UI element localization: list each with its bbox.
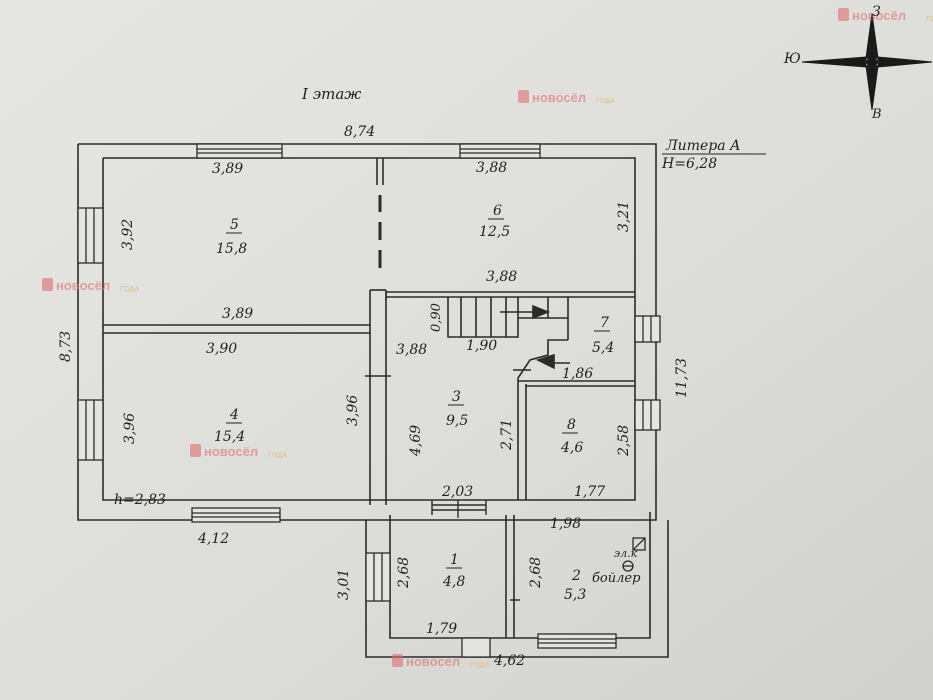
- svg-text:новосёл: новосёл: [852, 8, 906, 23]
- dim-r3-top: 3,88: [396, 342, 427, 358]
- window-annex-bottom: [537, 633, 617, 649]
- window-top-left: [196, 143, 283, 159]
- electric-panel-label: эл.к: [614, 547, 638, 560]
- room-6-area: 12,5: [479, 224, 510, 240]
- room-8-number: 8: [567, 417, 576, 433]
- room-8-area: 4,6: [560, 440, 583, 456]
- compass-rose: [801, 13, 933, 111]
- room-2-number: 2: [571, 568, 581, 584]
- compass-east: В: [871, 107, 882, 122]
- room-7-area: 5,4: [592, 340, 614, 356]
- height-note: h=2,83: [114, 492, 166, 508]
- dim-r7-w: 1,86: [562, 366, 593, 382]
- room-4-area: 15,4: [214, 429, 245, 445]
- watermark-bottom: новосёл ГОДА: [392, 654, 489, 669]
- room-6-number: 6: [493, 203, 502, 219]
- dim-r8-right: 2,58: [616, 425, 632, 457]
- dim-r3-bottom: 2,03: [441, 484, 473, 500]
- dim-r1-bottom: 1,79: [426, 621, 457, 637]
- window-bottom-left: [191, 507, 281, 523]
- labels: I этаж Литера А H=6,28 З Ю В 8,74 8,73 1…: [58, 4, 882, 669]
- windows: [77, 143, 661, 658]
- dim-r5-top: 3,89: [212, 161, 243, 177]
- litera-label: Литера А: [665, 138, 741, 154]
- room-2-area: 5,3: [564, 587, 586, 603]
- floor-title: I этаж: [301, 85, 361, 103]
- watermark-left: новосёл ГОДА: [42, 278, 139, 293]
- svg-text:ГОДА: ГОДА: [470, 662, 489, 669]
- dim-r8-bottom: 1,77: [574, 484, 605, 500]
- dim-r6-bottom: 3,88: [486, 269, 517, 285]
- window-left-upper: [77, 207, 104, 264]
- room-1-number: 1: [450, 552, 459, 568]
- room-1-area: 4,8: [442, 574, 465, 590]
- dim-stair-w: 1,90: [466, 338, 497, 354]
- boiler-label: бойлер: [592, 571, 641, 586]
- watermark-top-right: новосёл ГОДА: [838, 8, 933, 23]
- svg-text:ГОДА: ГОДА: [926, 16, 933, 23]
- svg-text:ГОДА: ГОДА: [120, 286, 139, 293]
- dim-r3-right: 2,71: [499, 419, 515, 451]
- dim-r4-top: 3,90: [206, 341, 237, 357]
- dim-annex-left: 3,01: [336, 569, 352, 600]
- dim-right-height: 11,73: [674, 358, 690, 398]
- svg-text:ГОДА: ГОДА: [596, 98, 615, 105]
- room-4-number: 4: [229, 407, 239, 423]
- dim-r5-left: 3,92: [120, 219, 136, 250]
- window-left-lower: [77, 399, 104, 461]
- electric-panel-icon: [632, 537, 646, 551]
- dim-r2-left: 2,68: [528, 557, 544, 589]
- boiler-icon: [622, 560, 634, 572]
- window-top-right: [459, 143, 541, 159]
- svg-text:ГОДА: ГОДА: [268, 452, 287, 459]
- walls: [77, 143, 669, 658]
- dim-r2-top: 1,98: [550, 516, 581, 532]
- svg-text:новосёл: новосёл: [204, 444, 258, 459]
- window-right-lower: [634, 399, 661, 431]
- dim-bottom-left: 4,12: [197, 531, 229, 547]
- svg-text:новосёл: новосёл: [532, 90, 586, 105]
- door-annex-bottom: [461, 637, 491, 658]
- watermark-floor-label: новосёл ГОДА: [518, 90, 615, 105]
- svg-text:новосёл: новосёл: [56, 278, 110, 293]
- dim-r6-right: 3,21: [616, 201, 632, 232]
- dim-top-width: 8,74: [344, 124, 375, 140]
- stair-arrows: [500, 304, 570, 370]
- dim-annex-bottom: 4,62: [493, 653, 525, 669]
- dim-left-height: 8,73: [58, 331, 74, 362]
- dim-r6-top: 3,88: [476, 160, 507, 176]
- door-marks: [365, 292, 531, 601]
- svg-text:новосёл: новосёл: [406, 654, 460, 669]
- room-7-number: 7: [600, 315, 609, 331]
- dim-r1-left: 2,68: [396, 557, 412, 589]
- room-3-area: 9,5: [446, 413, 468, 429]
- dim-stair-h: 0,90: [429, 303, 444, 332]
- watermark-logos: новосёл ГОДА новосёл ГОДА новосёл ГОДА н…: [42, 8, 933, 669]
- dim-r4-left: 3,96: [122, 413, 138, 444]
- compass-south: Ю: [783, 51, 801, 67]
- watermark-center: новосёл ГОДА: [190, 444, 287, 459]
- dim-r4-right: 3,96: [345, 395, 361, 426]
- window-right-upper: [634, 315, 661, 343]
- room-3-number: 3: [452, 389, 461, 405]
- room-5-area: 15,8: [216, 241, 247, 257]
- window-annex-left: [365, 552, 391, 602]
- room-5-number: 5: [230, 217, 239, 233]
- dim-r5-bottom: 3,89: [222, 306, 253, 322]
- compass-north: З: [872, 4, 881, 20]
- height-total: H=6,28: [661, 156, 717, 172]
- dim-r3-left: 4,69: [408, 425, 424, 457]
